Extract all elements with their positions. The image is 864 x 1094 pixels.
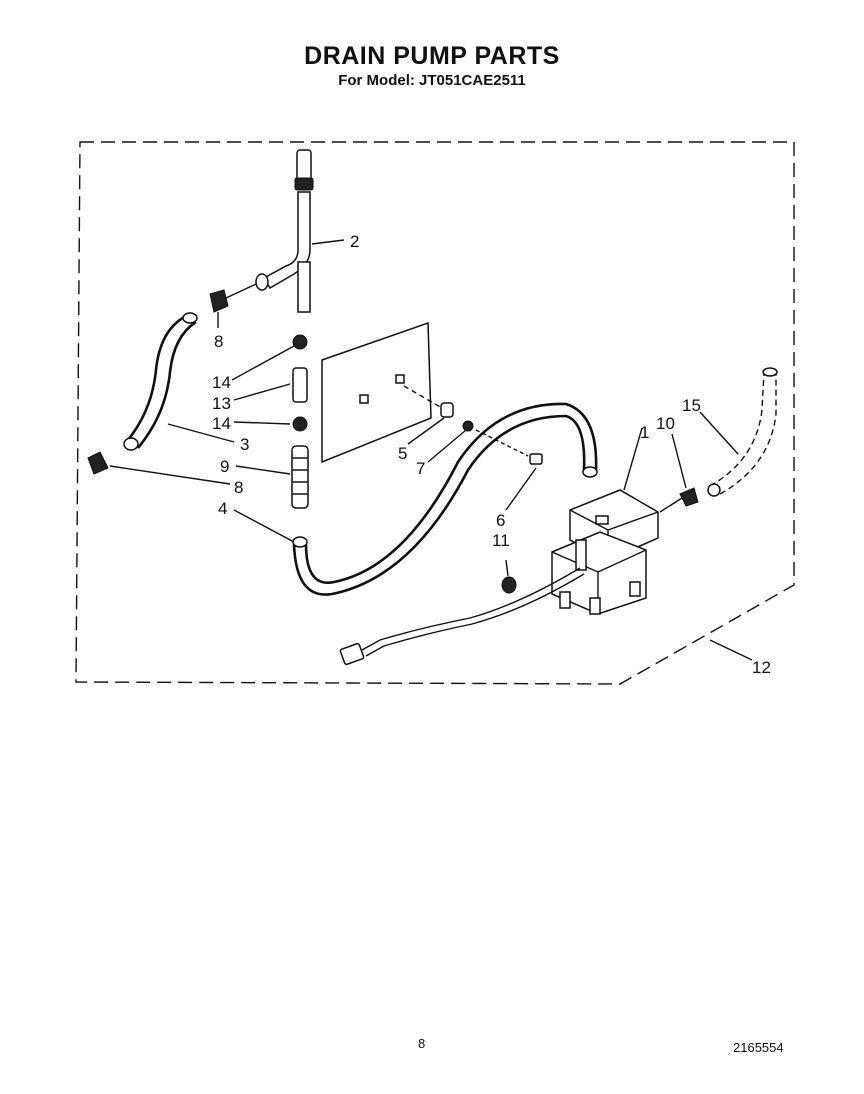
hose-clamp-lower bbox=[87, 451, 109, 475]
callout-7: 7 bbox=[416, 459, 425, 478]
callout-4: 4 bbox=[218, 499, 227, 518]
callout-1: 1 bbox=[640, 423, 649, 442]
upper-elbow-tube bbox=[255, 149, 314, 313]
callout-14-upper: 14 bbox=[212, 373, 231, 392]
callout-15: 15 bbox=[682, 396, 701, 415]
coupling-stack bbox=[291, 334, 309, 509]
callout-3: 3 bbox=[240, 435, 249, 454]
callout-6: 6 bbox=[496, 511, 505, 530]
model-subtitle: For Model: JT051CAE2511 bbox=[338, 72, 526, 89]
callout-13: 13 bbox=[212, 394, 231, 413]
curved-hose bbox=[123, 312, 198, 451]
callout-9: 9 bbox=[220, 457, 229, 476]
pump-assembly bbox=[551, 489, 659, 615]
callout-11: 11 bbox=[492, 531, 510, 550]
callout-10: 10 bbox=[656, 414, 675, 433]
hose-clamp-upper bbox=[209, 283, 257, 313]
callout-5: 5 bbox=[398, 444, 407, 463]
leader-lines bbox=[109, 239, 753, 661]
callout-8-upper: 8 bbox=[214, 332, 223, 351]
callout-2: 2 bbox=[350, 232, 359, 251]
kit-boundary bbox=[75, 141, 795, 685]
page-title: DRAIN PUMP PARTS bbox=[304, 42, 560, 70]
callout-8-lower: 8 bbox=[234, 478, 243, 497]
outlet-clamp-and-hose bbox=[659, 367, 778, 513]
page-number: 8 bbox=[418, 1036, 426, 1051]
wall-panel bbox=[321, 321, 432, 464]
small-fittings bbox=[403, 385, 543, 594]
callout-14-lower: 14 bbox=[212, 414, 231, 433]
document-number: 2165554 bbox=[733, 1040, 784, 1055]
callout-12: 12 bbox=[752, 658, 771, 677]
power-cord bbox=[339, 567, 585, 666]
